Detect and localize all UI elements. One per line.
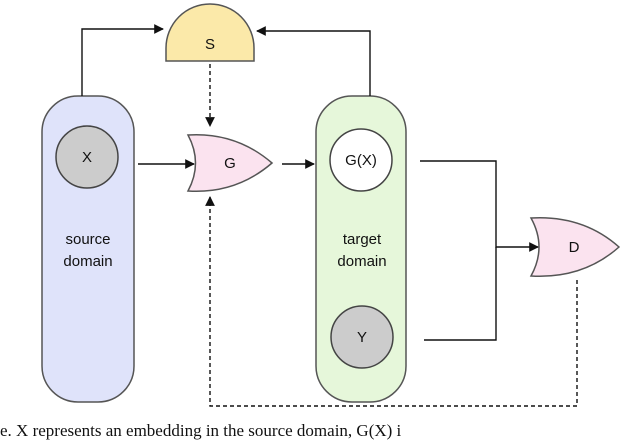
g-gate-label: G [224, 155, 236, 172]
arrow-source-to-s [81, 24, 164, 96]
arrow-target-to-s [256, 26, 371, 96]
y-node [330, 305, 394, 369]
figure-caption: e. X represents an embedding in the sour… [0, 421, 402, 440]
y-node-label: Y [357, 329, 367, 346]
target-domain-label-line1: target [343, 231, 382, 248]
gx-node [329, 128, 393, 192]
x-node-label: X [82, 149, 92, 166]
s-gate-label: S [205, 36, 215, 53]
g-gate [186, 133, 274, 193]
target-domain-label-line2: domain [337, 253, 386, 270]
arrow-gx-to-d [420, 160, 539, 252]
s-gate [165, 3, 255, 62]
arrow-y-to-d [424, 247, 497, 341]
source-domain-label-line2: domain [63, 253, 112, 270]
arrow-d-to-g-dashed [205, 196, 578, 407]
gx-node-label: G(X) [345, 152, 377, 169]
source-domain-label-line1: source [65, 231, 110, 248]
d-gate-label: D [569, 239, 580, 256]
x-node [55, 125, 119, 189]
